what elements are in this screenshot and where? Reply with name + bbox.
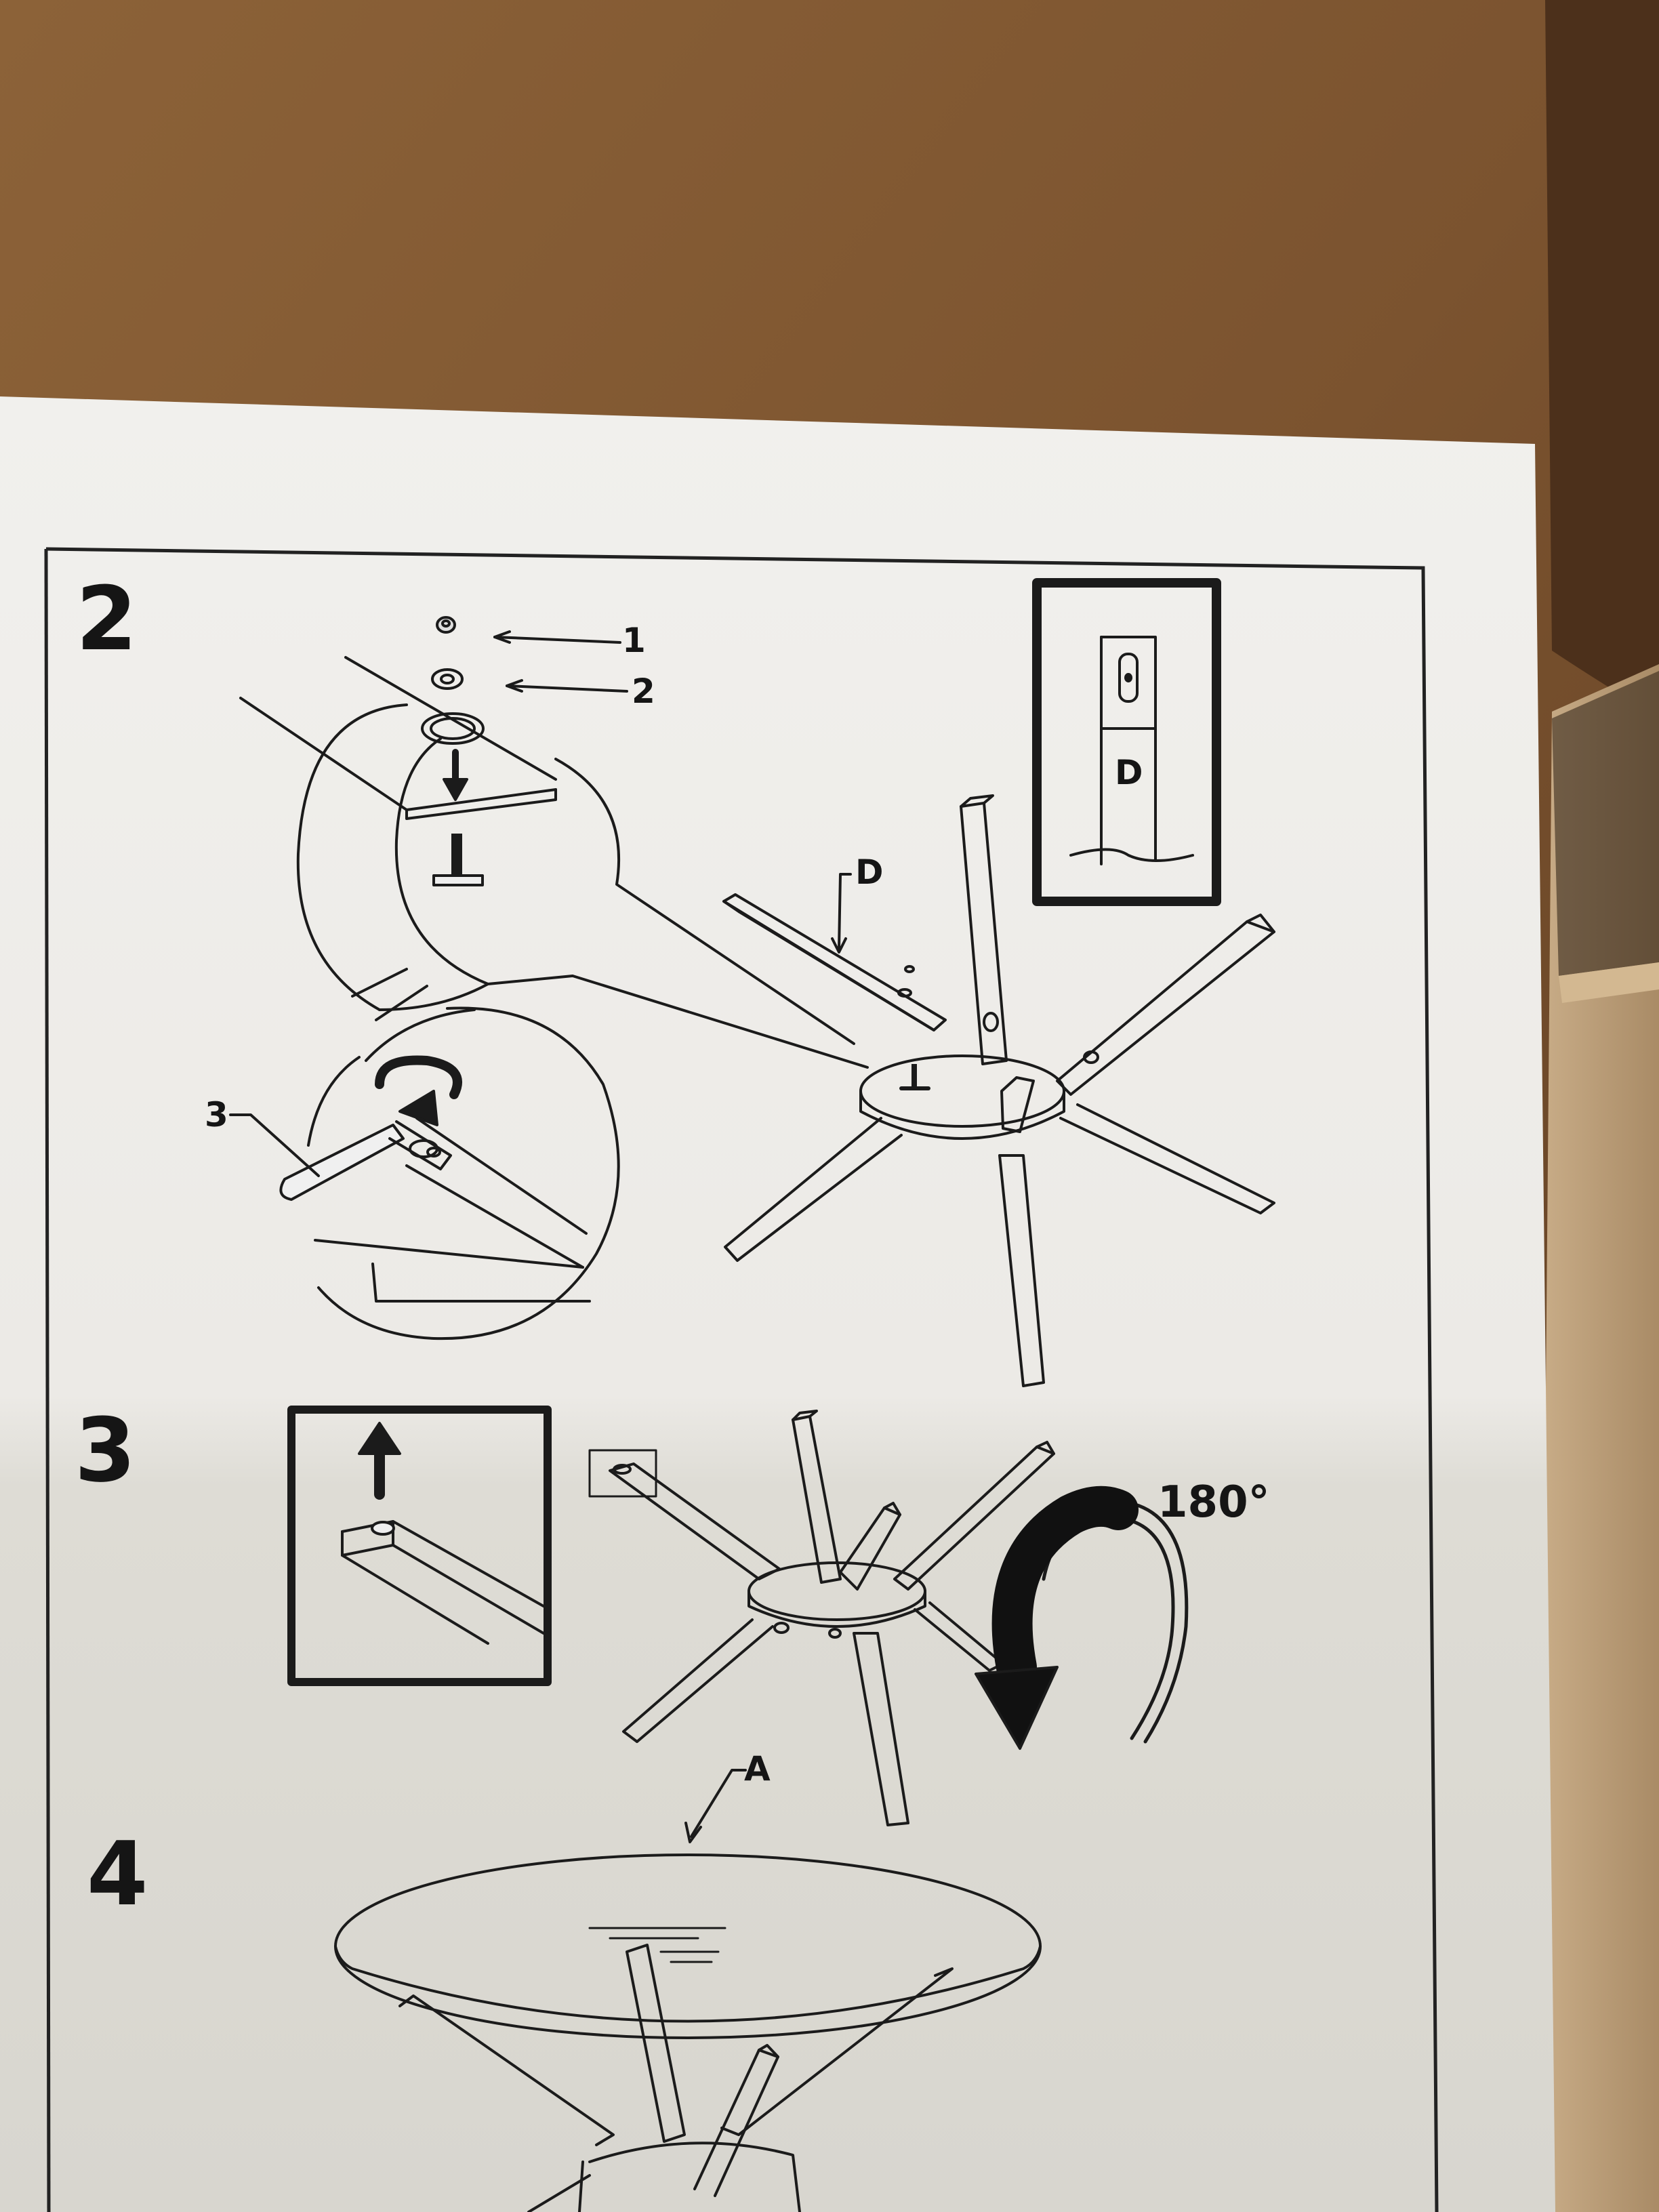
table-edge: [1545, 0, 1659, 718]
leg-inset-box: [1032, 578, 1221, 906]
callout-label-a: A: [744, 1749, 771, 1788]
callout-label-2: 2: [632, 672, 655, 711]
flip-target-box: [588, 1449, 657, 1498]
base-assembly-step4: [398, 1944, 954, 2212]
cardboard-top: [1559, 962, 1659, 1003]
callout-arrow-2: [506, 679, 523, 693]
callout-label-3: 3: [205, 1095, 228, 1134]
allen-key-tool: [279, 1120, 452, 1201]
callout-line-3: [229, 1113, 320, 1177]
callout-line-a: [690, 1769, 747, 1838]
bolt-part: [432, 834, 484, 886]
diagram-frame-left: [44, 548, 51, 2212]
step-number-3: 3: [75, 1399, 136, 1502]
cardboard-box: [1538, 664, 1659, 2212]
callout-label-1: 1: [622, 621, 646, 660]
inset-label-d: D: [1115, 753, 1143, 792]
rotate-arrow-icon: [375, 1055, 462, 1126]
washer-part: [431, 668, 464, 690]
callout-line-d: [838, 873, 852, 950]
callout-arrow-a: [684, 1822, 702, 1843]
callout-line-1: [493, 636, 621, 644]
glass-table-top: [334, 1853, 1042, 2039]
callout-arrow-1: [493, 630, 511, 644]
zoom-circle-bottom: [307, 1006, 620, 1340]
rotate-180-arrow: [975, 1486, 1189, 1750]
down-arrow-head: [443, 778, 468, 801]
callout-line-2: [506, 684, 628, 693]
zoom-circle-top: [296, 703, 869, 1069]
base-assembly-step2: [722, 794, 1275, 1387]
rotation-label: 180°: [1158, 1477, 1270, 1528]
callout-label-d: D: [855, 853, 884, 892]
step-number-2: 2: [76, 567, 138, 670]
flip-inset-box: [287, 1406, 552, 1686]
zoom-leg-beam: [239, 656, 557, 820]
callout-arrow-d: [831, 937, 847, 954]
cardboard-flap: [1552, 671, 1659, 976]
nut-part: [436, 616, 456, 634]
base-assembly-step3: [609, 1410, 1055, 1826]
step-number-4: 4: [87, 1822, 148, 1925]
diagram-frame: [45, 547, 1439, 2212]
instruction-sheet: [0, 396, 1555, 2212]
